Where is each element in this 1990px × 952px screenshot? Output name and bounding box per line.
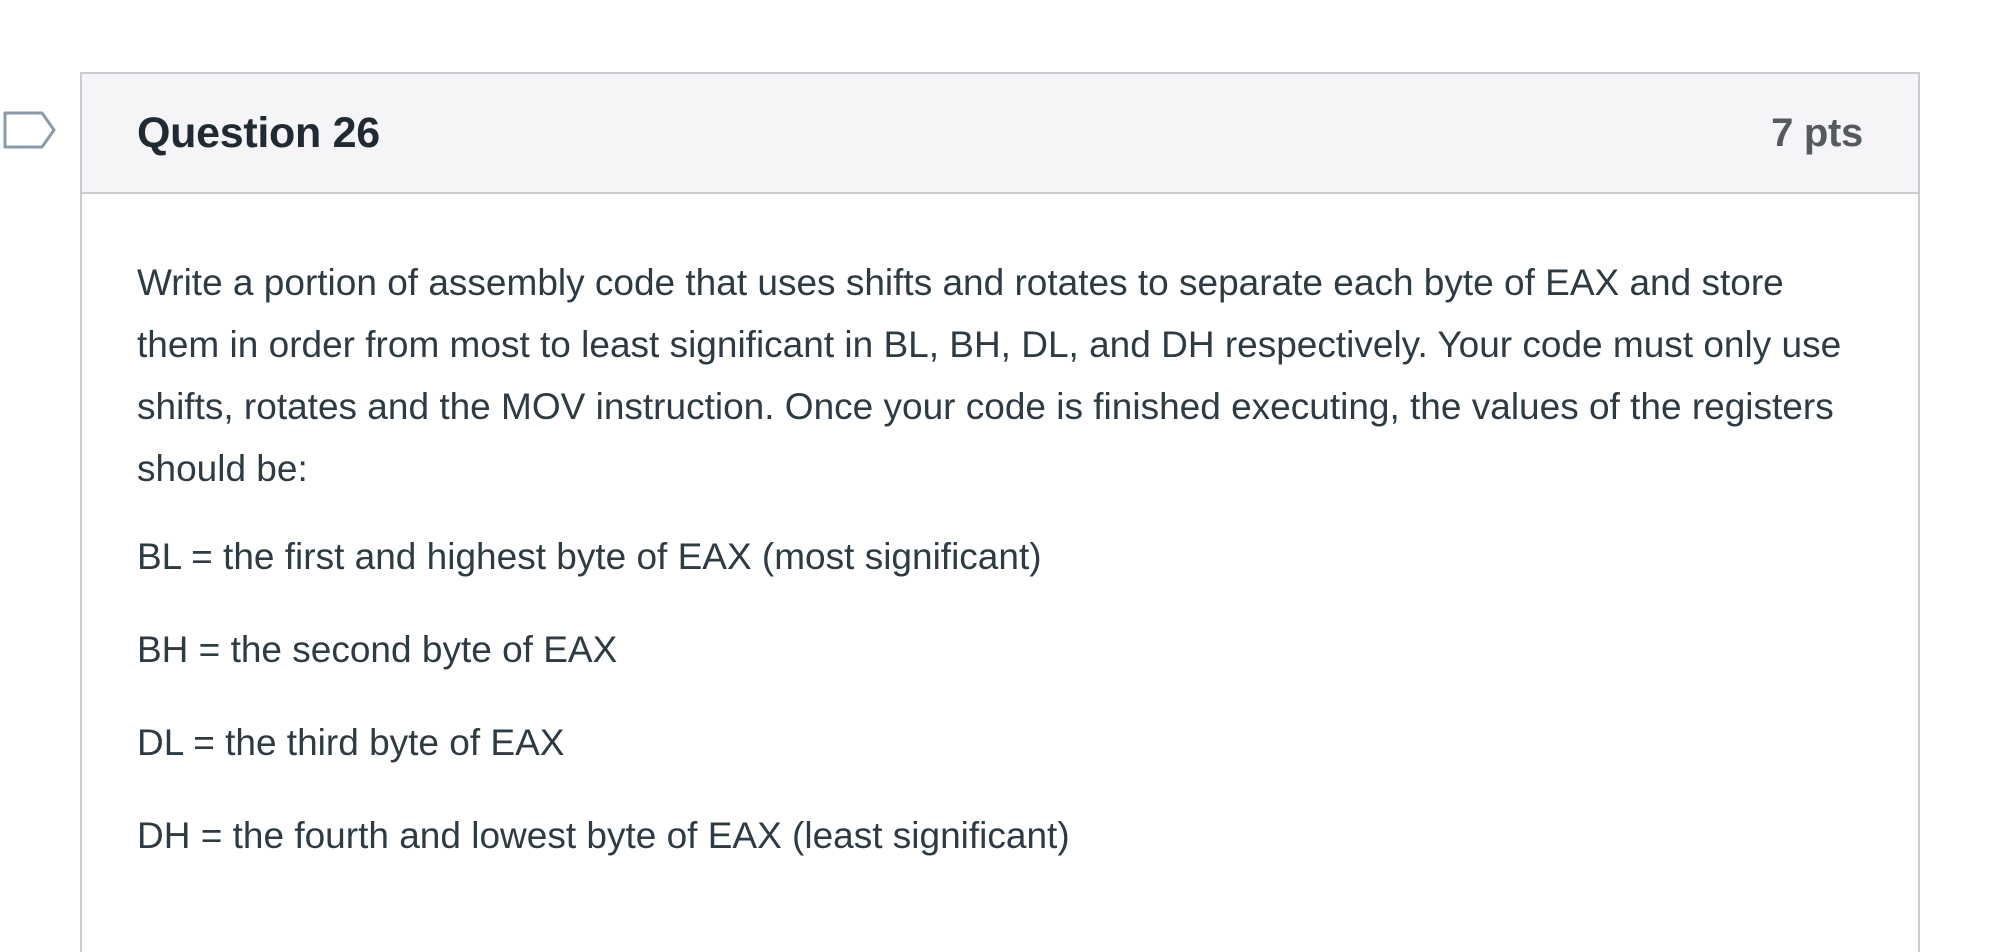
flag-question-button[interactable]	[2, 110, 58, 150]
bookmark-flag-icon	[3, 111, 56, 149]
question-card: Question 26 7 pts Write a portion of ass…	[80, 72, 1920, 952]
register-line-dh: DH = the fourth and lowest byte of EAX (…	[137, 815, 1070, 856]
register-line-bl: BL = the first and highest byte of EAX (…	[137, 536, 1042, 577]
question-title: Question 26	[137, 108, 380, 157]
question-header: Question 26 7 pts	[82, 74, 1918, 194]
question-body: Write a portion of assembly code that us…	[82, 194, 1918, 867]
question-points: 7 pts	[1771, 110, 1863, 155]
question-prompt: Write a portion of assembly code that us…	[137, 262, 1842, 489]
register-line-bh: BH = the second byte of EAX	[137, 629, 618, 670]
register-line-dl: DL = the third byte of EAX	[137, 722, 565, 763]
